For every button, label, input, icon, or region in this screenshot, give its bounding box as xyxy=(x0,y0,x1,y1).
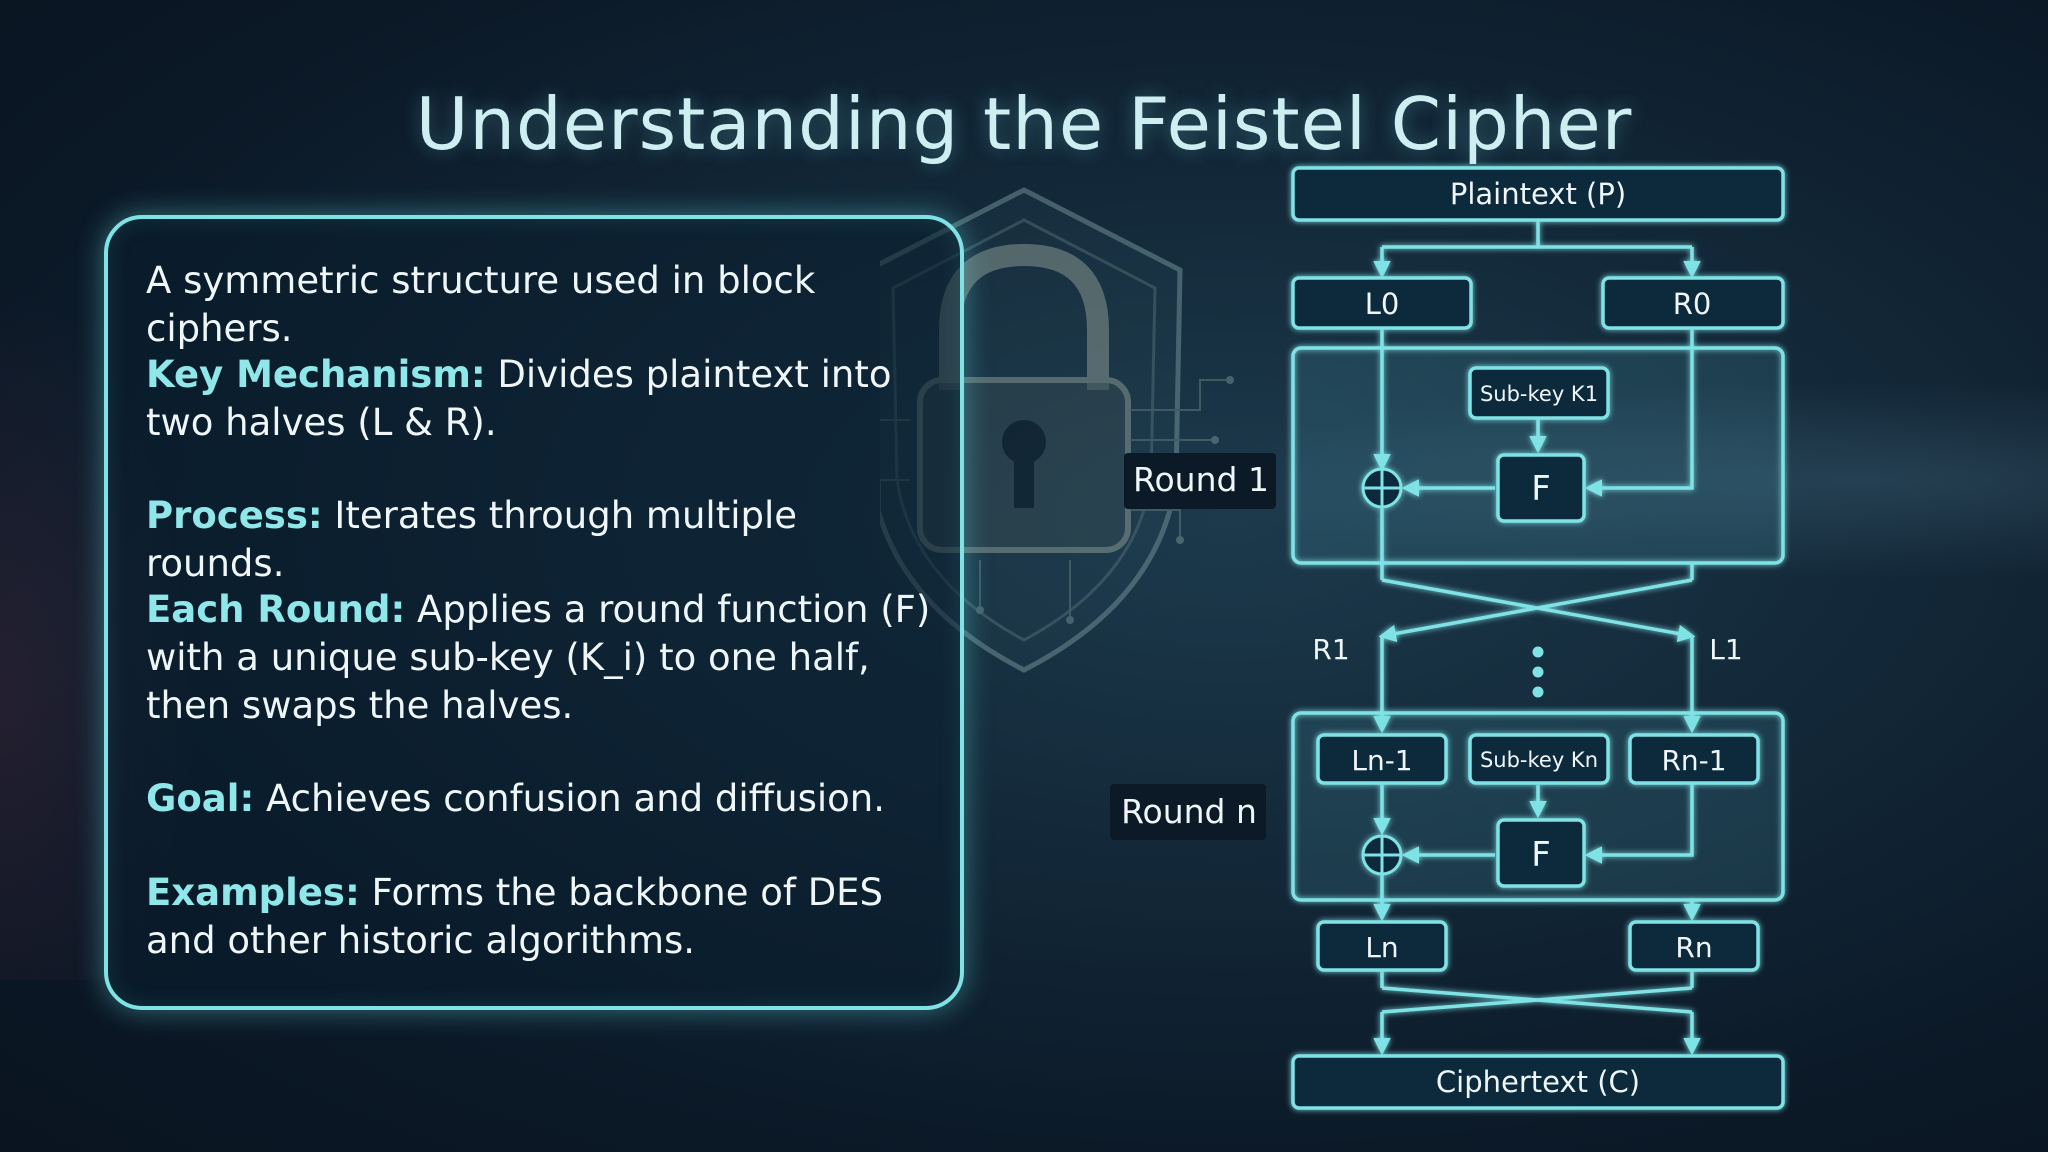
f1-box xyxy=(1496,453,1586,523)
page-title: Understanding the Feistel Cipher xyxy=(415,82,1633,167)
intro-sentence: A symmetric structure used in block ciph… xyxy=(146,259,816,350)
xor-round1-icon xyxy=(1361,467,1403,509)
key-mechanism-text: Divides plaintext into two halves (L & R… xyxy=(146,353,892,444)
intro-text: A symmetric structure used in block ciph… xyxy=(146,257,946,353)
rn-minus-1-label: Rn-1 xyxy=(1661,744,1726,777)
f1-label: F xyxy=(1531,469,1551,509)
subkey-kn-box xyxy=(1468,733,1610,785)
ellipsis-icon xyxy=(1532,646,1544,698)
rn-box xyxy=(1628,920,1760,972)
info-panel: A symmetric structure used in block ciph… xyxy=(104,215,964,1010)
plaintext-label: Plaintext (P) xyxy=(1450,177,1626,211)
r0-label: R0 xyxy=(1673,287,1712,321)
process-text: Iterates through multiple rounds. xyxy=(146,494,798,585)
examples-text: Forms the backbone of DES and other hist… xyxy=(146,871,884,962)
examples-item: Examples: Forms the backbone of DES and … xyxy=(146,869,946,965)
ciphertext-box xyxy=(1291,1054,1785,1110)
goal-item: Goal: Achieves confusion and diffusion. xyxy=(146,775,946,823)
each-round-item: Each Round: Applies a round function (F)… xyxy=(146,586,946,730)
l0-box xyxy=(1291,276,1473,330)
l0-label: L0 xyxy=(1365,287,1400,321)
key-mechanism-term: Key Mechanism: xyxy=(146,353,486,396)
process-term: Process: xyxy=(146,494,323,537)
key-mechanism-item: Key Mechanism: Divides plaintext into tw… xyxy=(146,351,946,447)
plaintext-box xyxy=(1291,166,1785,222)
r0-box xyxy=(1601,276,1785,330)
round-n-label: Round n xyxy=(1121,792,1257,831)
ln-box xyxy=(1316,920,1448,972)
process-item: Process: Iterates through multiple round… xyxy=(146,492,946,588)
goal-text: Achieves confusion and diffusion. xyxy=(254,777,886,820)
fn-box xyxy=(1496,818,1586,888)
ln-minus-1-box xyxy=(1316,733,1448,785)
background-light-streak xyxy=(1180,380,2048,580)
fn-label: F xyxy=(1531,835,1551,875)
goal-term: Goal: xyxy=(146,777,255,820)
ln-label: Ln xyxy=(1365,931,1398,964)
l1-label: L1 xyxy=(1709,633,1742,666)
subkey-k1-label: Sub-key K1 xyxy=(1480,382,1598,406)
ln-minus-1-label: Ln-1 xyxy=(1351,744,1412,777)
each-round-text: Applies a round function (F) with a uniq… xyxy=(146,588,931,727)
rn-label: Rn xyxy=(1675,931,1712,964)
each-round-term: Each Round: xyxy=(146,588,406,631)
subkey-kn-label: Sub-key Kn xyxy=(1480,748,1598,772)
subkey-k1-box xyxy=(1468,366,1610,420)
r1-label: R1 xyxy=(1312,633,1349,666)
ciphertext-label: Ciphertext (C) xyxy=(1436,1065,1640,1099)
xor-roundn-icon xyxy=(1361,834,1403,876)
rn-minus-1-box xyxy=(1628,733,1760,785)
examples-term: Examples: xyxy=(146,871,360,914)
